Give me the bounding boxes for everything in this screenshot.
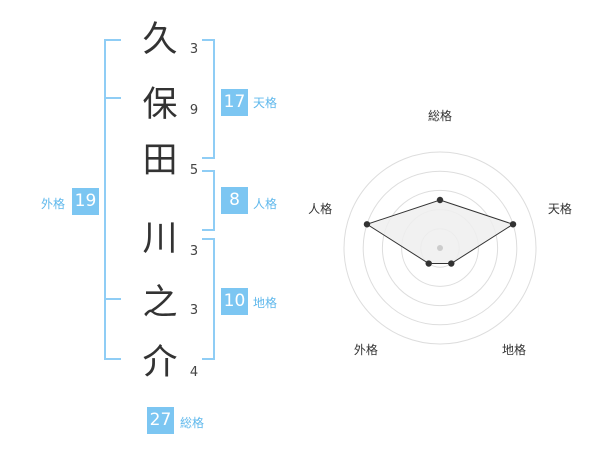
stroke-count-1: 3: [189, 42, 199, 57]
radar-axis-label: 地格: [502, 342, 526, 357]
name-char-2: 保: [142, 85, 178, 125]
gaikaku-bracket: [104, 39, 121, 360]
gaikaku-label: 外格: [41, 197, 66, 211]
radar-point: [509, 221, 517, 228]
name-char-5: 之: [142, 283, 178, 323]
stroke-count-2: 9: [189, 103, 199, 118]
jinkaku-label: 人格: [253, 197, 278, 211]
soukaku-value-badge: 27: [147, 407, 174, 434]
radar-area: [365, 199, 515, 265]
gaikaku-value-badge: 19: [72, 188, 99, 215]
tenkaku-value-badge: 17: [221, 89, 248, 116]
radar-ring: [381, 189, 499, 307]
stroke-count-5: 3: [189, 303, 199, 318]
radar-center: [437, 245, 443, 251]
stroke-count-4: 3: [189, 244, 199, 259]
radar-point: [425, 260, 432, 267]
soukaku-label: 総格: [180, 416, 205, 430]
radar-point: [436, 196, 444, 204]
jinkaku-value-badge: 8: [221, 187, 248, 214]
radar-ring: [362, 170, 518, 326]
radar-axis-label: 天格: [548, 201, 572, 216]
radar-ring: [343, 151, 537, 345]
gaikaku-bracket-ticks: [105, 97, 121, 300]
name-char-6: 介: [142, 343, 178, 383]
chikaku-value-badge: 10: [221, 288, 248, 315]
radar-axis-label: 人格: [308, 201, 332, 216]
stroke-count-3: 5: [189, 163, 199, 178]
radar-axis-label: 外格: [354, 342, 378, 357]
jinkaku-bracket: [202, 170, 215, 231]
chikaku-bracket: [202, 238, 215, 360]
tenkaku-label: 天格: [253, 96, 278, 110]
radar-point: [448, 260, 455, 267]
tenkaku-bracket: [202, 39, 215, 159]
name-char-1: 久: [142, 20, 178, 60]
radar-point: [363, 221, 371, 228]
name-char-3: 田: [142, 141, 178, 181]
radar-axis-label: 総格: [428, 108, 452, 123]
name-char-4: 川: [142, 219, 178, 259]
stroke-count-6: 4: [189, 365, 199, 380]
chikaku-label: 地格: [253, 296, 278, 310]
